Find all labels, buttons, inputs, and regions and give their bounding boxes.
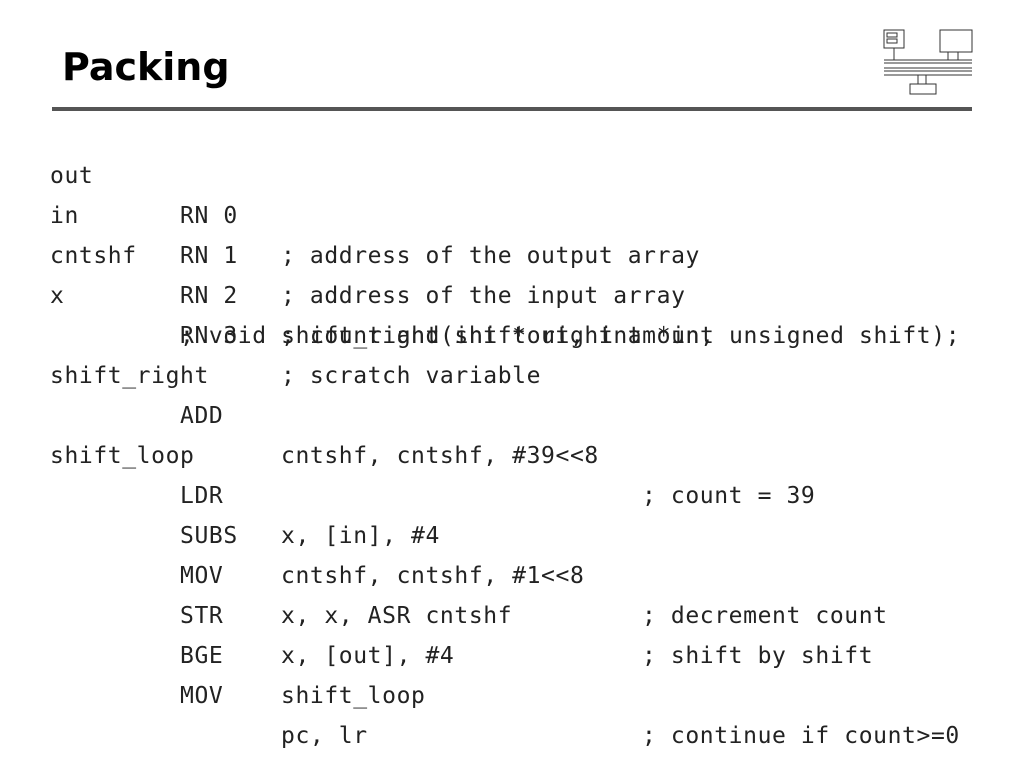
code-op: SUBS xyxy=(180,523,238,549)
code-op: RN 3 xyxy=(180,323,238,349)
code-line: shift_loop xyxy=(0,396,1024,469)
code-label: in xyxy=(50,203,79,229)
title-divider xyxy=(52,107,972,111)
code-args: ; count and shift right amount xyxy=(281,323,715,349)
code-line: SUBS cntshf, cntshf, #1<<8 ; decrement c… xyxy=(0,476,1024,629)
code-op: RN 1 xyxy=(180,243,238,269)
code-line: BGE shift_loop ; continue if count>=0 xyxy=(0,596,1024,749)
code-line: LDR x, [in], #4 xyxy=(0,436,1024,549)
code-comment: ; count = 39 xyxy=(642,483,816,509)
code-op: RN 2 xyxy=(180,283,238,309)
code-label: shift_loop xyxy=(50,443,195,469)
code-args: pc, lr xyxy=(281,723,368,749)
code-op: ADD xyxy=(180,403,224,429)
code-args: x, [in], #4 xyxy=(281,523,440,549)
code-args: ; address of the output array xyxy=(281,243,700,269)
code-line: out RN 0 ; address of the output array xyxy=(0,116,1024,269)
code-comment: ; void shift_right(int *out, int *in, un… xyxy=(180,323,961,349)
code-comment: ; decrement count xyxy=(642,603,888,629)
code-label: out xyxy=(50,163,94,189)
code-op: MOV xyxy=(180,563,224,589)
code-op: LDR xyxy=(180,483,224,509)
code-args: shift_loop xyxy=(281,683,426,709)
code-args: x, x, ASR cntshf xyxy=(281,603,513,629)
code-label: shift_right xyxy=(50,363,209,389)
code-args: ; scratch variable xyxy=(281,363,542,389)
code-op: BGE xyxy=(180,643,224,669)
code-line: STR x, [out], #4 xyxy=(0,556,1024,669)
code-line: shift_right xyxy=(0,316,1024,389)
code-comment: ; continue if count>=0 xyxy=(642,723,960,749)
code-line: cntshf RN 2 ; count and shift right amou… xyxy=(0,196,1024,349)
code-op: MOV xyxy=(180,683,224,709)
code-op: RN 0 xyxy=(180,203,238,229)
code-line: x RN 3 ; scratch variable xyxy=(0,236,1024,389)
code-args: cntshf, cntshf, #39<<8 xyxy=(281,443,599,469)
computer-architecture-diagram-icon xyxy=(882,26,974,96)
code-line: ; void shift_right(int *out, int *in, un… xyxy=(0,276,1024,349)
slide-title: Packing xyxy=(62,45,230,89)
code-op: STR xyxy=(180,603,224,629)
assembly-code-listing: out RN 0 ; address of the output array i… xyxy=(0,116,1024,749)
code-args: cntshf, cntshf, #1<<8 xyxy=(281,563,585,589)
code-label: cntshf xyxy=(50,243,137,269)
code-line: ADD cntshf, cntshf, #39<<8 ; count = 39 xyxy=(0,356,1024,509)
code-args: ; address of the input array xyxy=(281,283,686,309)
code-args: x, [out], #4 xyxy=(281,643,455,669)
code-line: MOV pc, lr xyxy=(0,636,1024,749)
code-line: in RN 1 ; address of the input array xyxy=(0,156,1024,309)
code-label: x xyxy=(50,283,65,309)
code-comment: ; shift by shift xyxy=(642,643,874,669)
code-line: MOV x, x, ASR cntshf ; shift by shift xyxy=(0,516,1024,669)
